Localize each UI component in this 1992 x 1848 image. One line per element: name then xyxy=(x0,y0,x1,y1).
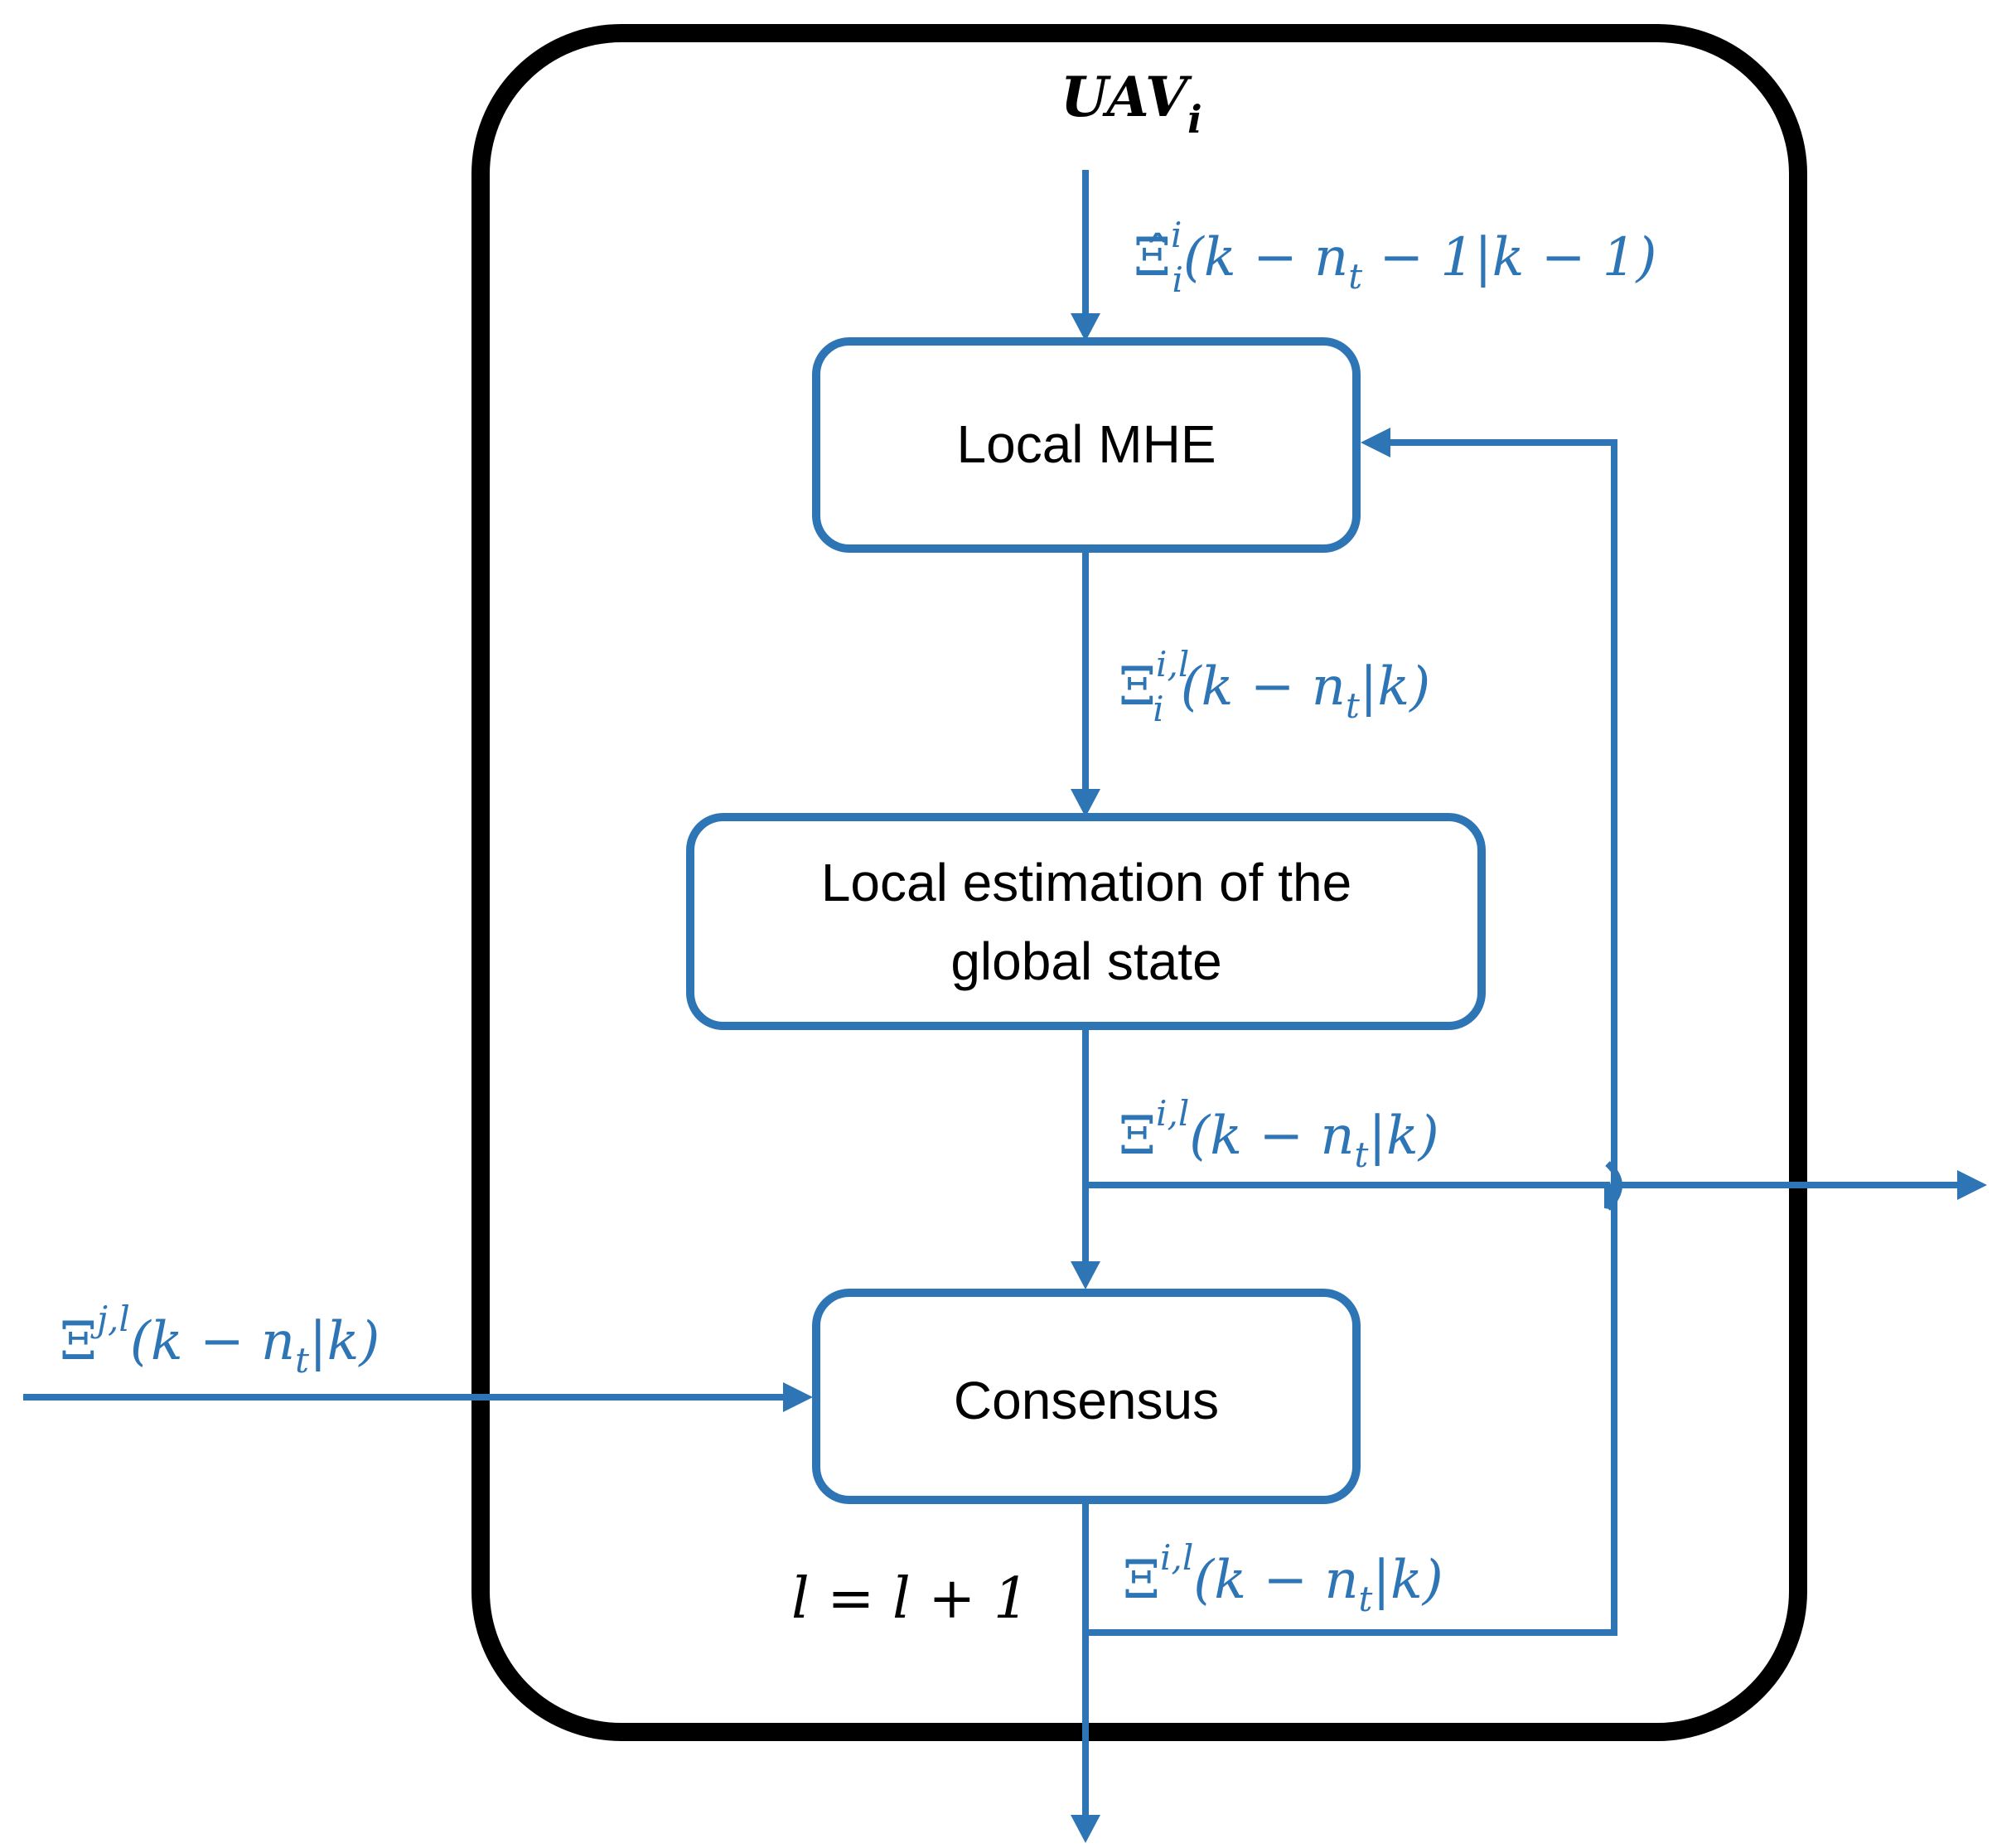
feedback-loop-upper xyxy=(1376,439,1617,1207)
uav-title: UAVi xyxy=(1061,65,1202,142)
arrow-global-output xyxy=(1085,1182,1972,1210)
arrowhead-bottom xyxy=(1071,1815,1100,1843)
arrowhead-output-right xyxy=(1957,1170,1987,1200)
arrowhead-mhe-right xyxy=(1361,428,1390,457)
local-estimation-box xyxy=(686,813,1486,1030)
arrowhead-mhe-top xyxy=(1071,313,1100,341)
consensus-label: Consensus xyxy=(954,1371,1219,1430)
arrowhead-estimation-top xyxy=(1071,789,1100,817)
label-neighbor-input: Ξj,l(k − nt|k) xyxy=(60,1299,380,1381)
local-mhe-label: Local MHE xyxy=(957,414,1216,474)
consensus-box xyxy=(812,1289,1361,1504)
label-iteration: l = l + 1 xyxy=(791,1566,1029,1632)
local-estimation-label-line1: Local estimation of the xyxy=(821,853,1351,912)
arrowhead-consensus-top xyxy=(1071,1261,1100,1289)
feedback-loop xyxy=(1085,1163,1617,1636)
uav-frame xyxy=(471,24,1807,1741)
arrowhead-consensus-left xyxy=(783,1382,813,1412)
label-consensus-output: Ξi,l(k − nt|k) xyxy=(1123,1537,1443,1619)
local-mhe-box xyxy=(812,337,1361,553)
local-estimation-label-line2: global state xyxy=(950,931,1221,991)
label-global-output: Ξi,l(k − nt|k) xyxy=(1119,1093,1439,1175)
